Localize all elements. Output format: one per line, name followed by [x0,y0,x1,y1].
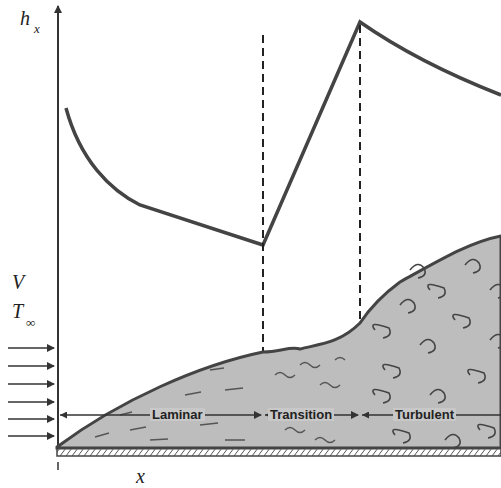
eddy-stroke [478,424,495,438]
free-stream-arrows [8,348,54,436]
eddy-stroke [373,324,390,338]
temperature-label: T [12,301,23,321]
eddy-stroke [400,299,415,313]
region-label: Laminar [150,408,205,421]
eddy-stroke [490,284,501,298]
eddy-stroke [490,334,501,348]
eddy-stroke [410,264,425,278]
h-curve [66,22,501,245]
temperature-subscript: ∞ [26,316,35,329]
eddy-stroke [428,284,445,298]
eddy-stroke [420,339,435,353]
velocity-label: V [12,272,24,292]
region-label: Turbulent [393,408,456,421]
eddy-stroke [373,389,390,403]
axis-label: x [136,466,145,486]
eddy-stroke [468,369,485,383]
origin-tick [57,462,59,470]
laminar-streaks [95,368,245,440]
transition-wiggles [275,358,345,443]
eddy-stroke [453,314,470,328]
eddy-stroke [445,434,460,448]
axis-subscript: x [34,22,40,35]
boundary-layer [57,236,501,448]
axis-label: h [20,8,30,28]
turbulent-eddies [373,259,501,448]
eddy-stroke [465,259,480,273]
flat-plate [57,448,501,456]
region-label: Transition [268,408,334,421]
eddy-stroke [430,389,445,403]
y-axis [57,6,59,448]
eddy-stroke [393,429,410,443]
eddy-stroke [383,364,400,378]
